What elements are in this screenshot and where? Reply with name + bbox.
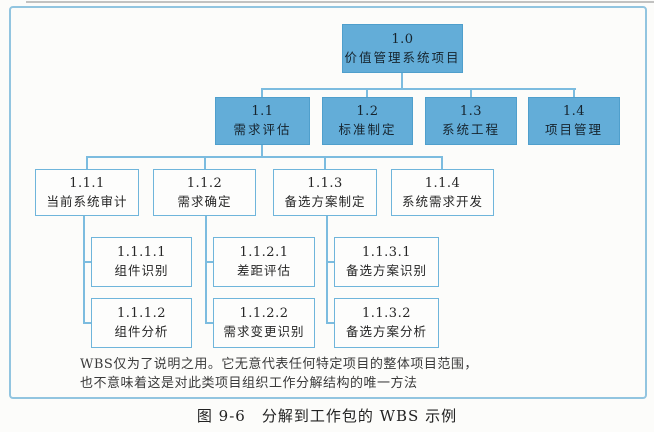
connector-level2-bus bbox=[262, 88, 576, 90]
node-label: 需求变更识别 bbox=[223, 324, 305, 340]
wbs-node-1-1-1-1: 1.1.1.1 组件识别 bbox=[91, 237, 192, 287]
node-label: 需求确定 bbox=[177, 193, 232, 209]
node-code: 1.1.1.1 bbox=[117, 245, 166, 261]
wbs-node-1-1-3: 1.1.3 备选方案制定 bbox=[273, 169, 377, 216]
wbs-node-1-1-3-2: 1.1.3.2 备选方案分析 bbox=[334, 298, 439, 348]
node-code: 1.1.2.2 bbox=[239, 306, 289, 322]
connector-drop-1_1 bbox=[261, 88, 263, 98]
node-label: 价值管理系统项目 bbox=[344, 49, 461, 65]
wbs-node-1-2: 1.2 标准制定 bbox=[322, 97, 413, 145]
figure-note-line1: WBS仅为了说明之用。它无意代表任何特定项目的整体项目范围， bbox=[80, 357, 478, 372]
node-code: 1.2 bbox=[356, 104, 379, 120]
page-edge-rule bbox=[26, 1, 654, 3]
connector-stub-1_1_2_1 bbox=[205, 261, 213, 263]
node-label: 差距评估 bbox=[236, 263, 291, 279]
connector-stub-1_1_3_2 bbox=[326, 322, 334, 324]
figure-note-line2: 也不意味着这是对此类项目组织工作分解结构的唯一方法 bbox=[80, 376, 418, 391]
node-code: 1.1.3 bbox=[307, 175, 343, 191]
wbs-node-1-3: 1.3 系统工程 bbox=[425, 97, 517, 145]
wbs-node-1-1-1-2: 1.1.1.2 组件分析 bbox=[91, 298, 192, 348]
node-label: 备选方案识别 bbox=[345, 263, 427, 279]
node-code: 1.1.1 bbox=[69, 175, 105, 191]
node-code: 1.1.1.2 bbox=[117, 306, 166, 322]
connector-1_1_1-hang bbox=[83, 216, 85, 324]
figure-caption: 图 9-6 分解到工作包的 WBS 示例 bbox=[196, 407, 458, 425]
node-label: 系统工程 bbox=[441, 122, 500, 138]
connector-drop-1_1_1 bbox=[86, 156, 88, 170]
wbs-node-1-4: 1.4 项目管理 bbox=[528, 97, 620, 145]
connector-stub-1_1_1_1 bbox=[83, 261, 91, 263]
wbs-node-1-1-4: 1.1.4 系统需求开发 bbox=[391, 169, 494, 216]
node-code: 1.1.2.1 bbox=[239, 245, 289, 261]
node-label: 组件分析 bbox=[114, 324, 169, 340]
wbs-node-1-0: 1.0 价值管理系统项目 bbox=[342, 24, 463, 73]
connector-1_1-stem bbox=[261, 145, 263, 158]
connector-level3-bus bbox=[87, 156, 443, 158]
node-code: 1.1.2 bbox=[186, 175, 223, 191]
connector-drop-1_1_3 bbox=[324, 156, 326, 170]
wbs-node-1-1-2-1: 1.1.2.1 差距评估 bbox=[213, 237, 315, 287]
connector-drop-1_1_4 bbox=[441, 156, 443, 170]
node-code: 1.1.4 bbox=[424, 175, 461, 191]
node-label: 系统需求开发 bbox=[401, 193, 483, 209]
node-code: 1.1 bbox=[251, 104, 274, 120]
connector-drop-1_1_2 bbox=[204, 156, 206, 170]
wbs-node-1-1-3-1: 1.1.3.1 备选方案识别 bbox=[334, 237, 439, 287]
connector-stub-1_1_1_2 bbox=[83, 322, 91, 324]
wbs-node-1-1-1: 1.1.1 当前系统审计 bbox=[35, 169, 139, 216]
connector-stub-1_1_3_1 bbox=[326, 261, 334, 263]
node-label: 备选方案制定 bbox=[284, 193, 366, 209]
node-label: 备选方案分析 bbox=[345, 324, 427, 340]
connector-1_1_3-hang bbox=[326, 216, 328, 324]
node-label: 当前系统审计 bbox=[46, 193, 128, 209]
wbs-node-1-1: 1.1 需求评估 bbox=[215, 97, 310, 145]
connector-drop-1_2 bbox=[366, 88, 368, 98]
wbs-node-1-1-2: 1.1.2 需求确定 bbox=[153, 169, 256, 216]
wbs-node-1-1-2-2: 1.1.2.2 需求变更识别 bbox=[213, 298, 315, 348]
connector-drop-1_4 bbox=[573, 88, 575, 98]
node-code: 1.1.3.2 bbox=[362, 306, 411, 322]
connector-1_0-stem bbox=[401, 72, 403, 89]
connector-drop-1_3 bbox=[470, 88, 472, 98]
node-label: 需求评估 bbox=[233, 122, 292, 138]
figure-frame bbox=[9, 6, 647, 399]
node-label: 标准制定 bbox=[338, 122, 397, 138]
figure-note: WBS仅为了说明之用。它无意代表任何特定项目的整体项目范围， 也不意味着这是对此… bbox=[80, 355, 600, 393]
node-code: 1.0 bbox=[391, 31, 414, 47]
node-label: 项目管理 bbox=[544, 122, 603, 138]
node-code: 1.4 bbox=[562, 104, 586, 120]
connector-stub-1_1_2_2 bbox=[205, 322, 213, 324]
connector-1_1_2-hang bbox=[205, 216, 207, 324]
node-code: 1.3 bbox=[459, 104, 483, 120]
node-label: 组件识别 bbox=[114, 263, 169, 279]
node-code: 1.1.3.1 bbox=[362, 245, 411, 261]
